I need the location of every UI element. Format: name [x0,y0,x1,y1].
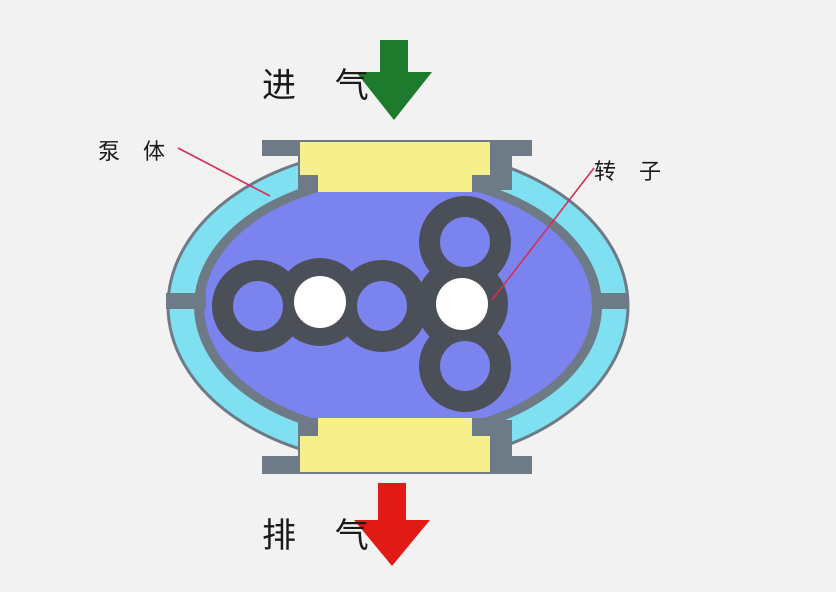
casing-rib-right [592,293,628,309]
rotor-leader-line [491,167,595,301]
rotor-hole [233,281,283,331]
rotor-hole [440,217,490,267]
outlet-port-notch-left [300,418,318,436]
rotor-hole [357,281,407,331]
inlet-port [300,142,490,192]
outlet-port-notch-right [472,418,490,436]
pump-body-leader-line [177,147,271,197]
outlet-arrow-icon [354,483,430,566]
casing-rib-left [166,293,206,309]
rotor-horizontal [212,258,428,352]
inlet-port-notch-right [472,175,490,192]
pump-body-label: 泵 体 [98,140,173,165]
inlet-port-notch-left [300,175,318,192]
rotor-center-hole [436,278,488,330]
rotor-hole [440,341,490,391]
rotor-label: 转 子 [594,160,669,185]
outlet-label: 排 气 [262,516,383,556]
rotor-vertical [416,196,511,412]
rotor-center-hole [294,276,346,328]
outlet-port [300,418,490,472]
inlet-arrow-icon [356,40,432,120]
inlet-label: 进 气 [262,66,383,106]
